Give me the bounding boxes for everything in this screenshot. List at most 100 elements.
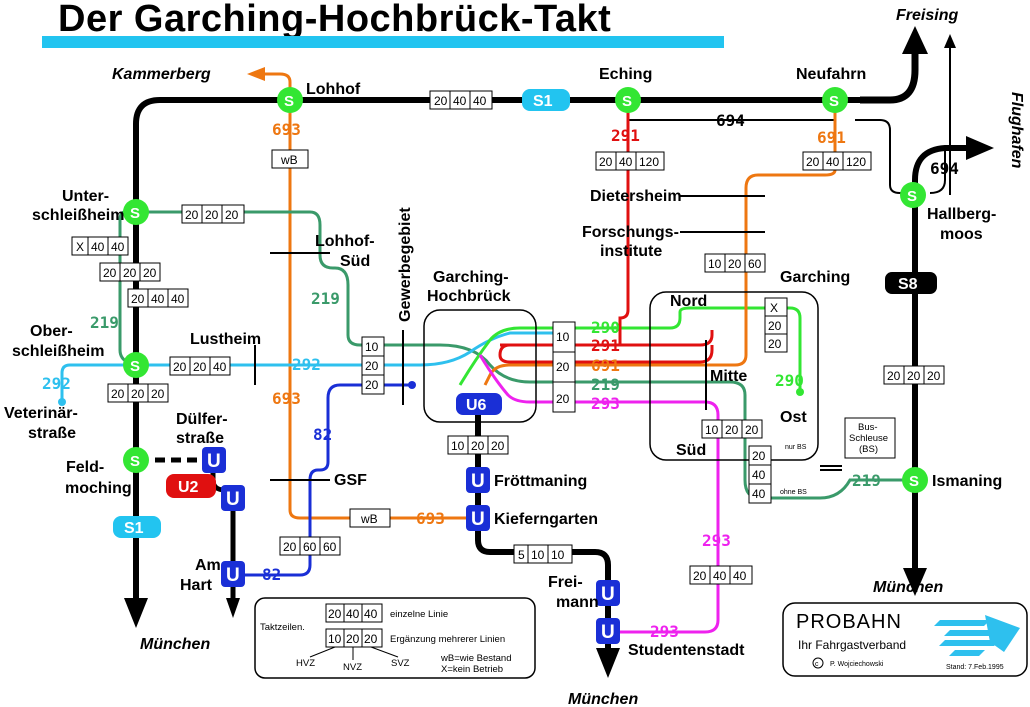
probahn-date: Stand: 7.Feb.1995 (946, 664, 1004, 671)
num-293: 293 (702, 531, 731, 550)
u-station-studentenstadt[interactable]: U (596, 618, 620, 644)
tt-cell: 40 (111, 240, 125, 254)
s-station-feldmoching[interactable]: S (123, 447, 149, 473)
s1-freising-branch (860, 50, 919, 104)
tt-cell: 20 (365, 378, 379, 392)
tt-oberschleissheim-s1: 20 20 20 (107, 383, 169, 403)
tt-293: 20 40 40 (689, 565, 753, 585)
badge-text: S8 (898, 276, 918, 293)
label-gsf: GSF (334, 472, 367, 489)
num-219: 219 (90, 313, 119, 332)
num-292: 292 (292, 355, 321, 374)
num-693: 693 (272, 389, 301, 408)
tt-cell: 20 (283, 540, 297, 554)
label-ohne-bs: ohne BS (780, 489, 807, 496)
s-station-oberschleissheim[interactable]: S (123, 352, 149, 378)
tt-cell: 60 (323, 540, 337, 554)
s-station-lohhof[interactable]: S (277, 87, 303, 113)
num-292: 292 (42, 374, 71, 393)
s-station-ismaning[interactable]: S (902, 467, 928, 493)
line-291-loop (500, 330, 714, 347)
label-dietersheim: Dietersheim (590, 188, 682, 205)
label-bus-schleuse: Bus- (858, 422, 878, 433)
probahn-logo-icon (934, 615, 1020, 656)
tt-cell: 40 (619, 155, 633, 169)
tt-cell: 40 (473, 94, 487, 108)
tt-cell: X (76, 240, 84, 254)
tt-cell: 20 (907, 369, 921, 383)
num-694: 694 (930, 159, 959, 178)
tt-ismaning: 20 40 40 (748, 445, 772, 504)
u-station-u2-second[interactable]: U (221, 485, 245, 511)
line-82 (240, 383, 410, 577)
tt-cell: 20 (927, 369, 941, 383)
num-691: 691 (817, 128, 846, 147)
tt-cell: 40 (151, 292, 165, 306)
badge-text: U6 (466, 397, 487, 414)
tt-wb-kiefern: wB (349, 508, 391, 528)
u-station-freimann[interactable]: U (596, 580, 620, 606)
label-veterinaerstrasse: Veterinär- (4, 405, 78, 422)
label-lohhof-sued: Lohhof- (315, 233, 375, 250)
u-station-kieferngarten[interactable]: U (466, 505, 490, 531)
tt-cell: 20 (185, 208, 199, 222)
tt-cell: 20 (556, 360, 570, 374)
label-garching-hochbrueck: Garching- (433, 269, 509, 286)
tt-s8: 20 20 20 (883, 365, 945, 385)
legend-cell: 10 (328, 632, 342, 646)
legend-single-line: einzelne Linie (390, 609, 448, 620)
tt-cell: 10 (451, 439, 465, 453)
legend-taktzeilen: Taktzeilen. (260, 622, 305, 633)
tt-unterschleissheim-c: 20 40 40 (127, 288, 189, 308)
svg-text:U: U (601, 622, 615, 643)
s-station-unterschleissheim[interactable]: S (123, 199, 149, 225)
badge-s8: S8 (885, 272, 937, 294)
legend-multiple-lines: Ergänzung mehrerer Linien (390, 634, 505, 645)
bus-schleuse-box (844, 417, 896, 459)
s-station-hallbergmoos[interactable]: S (900, 182, 926, 208)
svg-text:U: U (471, 471, 485, 492)
label-unterschleissheim: Unter- (62, 188, 109, 205)
tt-cell: 40 (752, 468, 766, 482)
label-garching-sued: Süd (676, 442, 706, 459)
label-garching-mitte: Mitte (710, 368, 747, 385)
badge-text: U2 (178, 479, 199, 496)
u-station-duelferstrasse[interactable]: U (202, 447, 226, 473)
flughafen-arrow (966, 136, 994, 160)
tt-cell: 10 (708, 257, 722, 271)
s-station-eching[interactable]: S (615, 87, 641, 113)
tt-cell: 20 (745, 423, 759, 437)
line-292-west (60, 363, 136, 400)
map-title: Der Garching-Hochbrück-Takt (58, 0, 612, 40)
destination-labels: Kammerberg Freising Flughafen München Mü… (112, 7, 1025, 707)
label-am-hart-2: Hart (180, 577, 213, 594)
label-hallbergmoos: Hallberg- (927, 206, 996, 223)
u-station-froettmaning[interactable]: U (466, 467, 490, 493)
svg-text:U: U (207, 451, 221, 472)
line-numbers: 693 693 693 691 691 291 291 694 694 219 … (42, 111, 959, 641)
s1-arrow-south (124, 598, 148, 628)
label-kieferngarten: Kieferngarten (494, 511, 598, 528)
label-studentenstadt: Studentenstadt (628, 642, 745, 659)
badge-u6: U6 (456, 393, 502, 415)
tt-cell: 20 (205, 208, 219, 222)
dest-muenchen-s1: München (140, 636, 210, 653)
tt-cell: 20 (365, 359, 379, 373)
badge-s1-top: S1 (522, 89, 570, 111)
probahn-subtitle: Ihr Fahrgastverband (798, 638, 906, 652)
label-duelferstrasse: Dülfer- (176, 411, 228, 428)
num-694: 694 (716, 111, 745, 130)
label-bus-schleuse-2: Schleuse (849, 433, 888, 444)
tt-cell: 20 (768, 319, 782, 333)
tt-cell: 40 (713, 569, 727, 583)
s-station-neufahrn[interactable]: S (822, 87, 848, 113)
tt-cell: 20 (556, 392, 570, 406)
num-293: 293 (650, 622, 679, 641)
hochbrueck-area (423, 309, 537, 423)
tt-cell: 40 (826, 155, 840, 169)
legend: Taktzeilen. 20 40 40 einzelne Linie 10 2… (254, 597, 536, 679)
copyright-icon (812, 657, 824, 669)
u-station-am-hart[interactable]: U (221, 561, 245, 587)
svg-text:U: U (226, 489, 240, 510)
label-garching-hochbrueck-2: Hochbrück (427, 288, 511, 305)
